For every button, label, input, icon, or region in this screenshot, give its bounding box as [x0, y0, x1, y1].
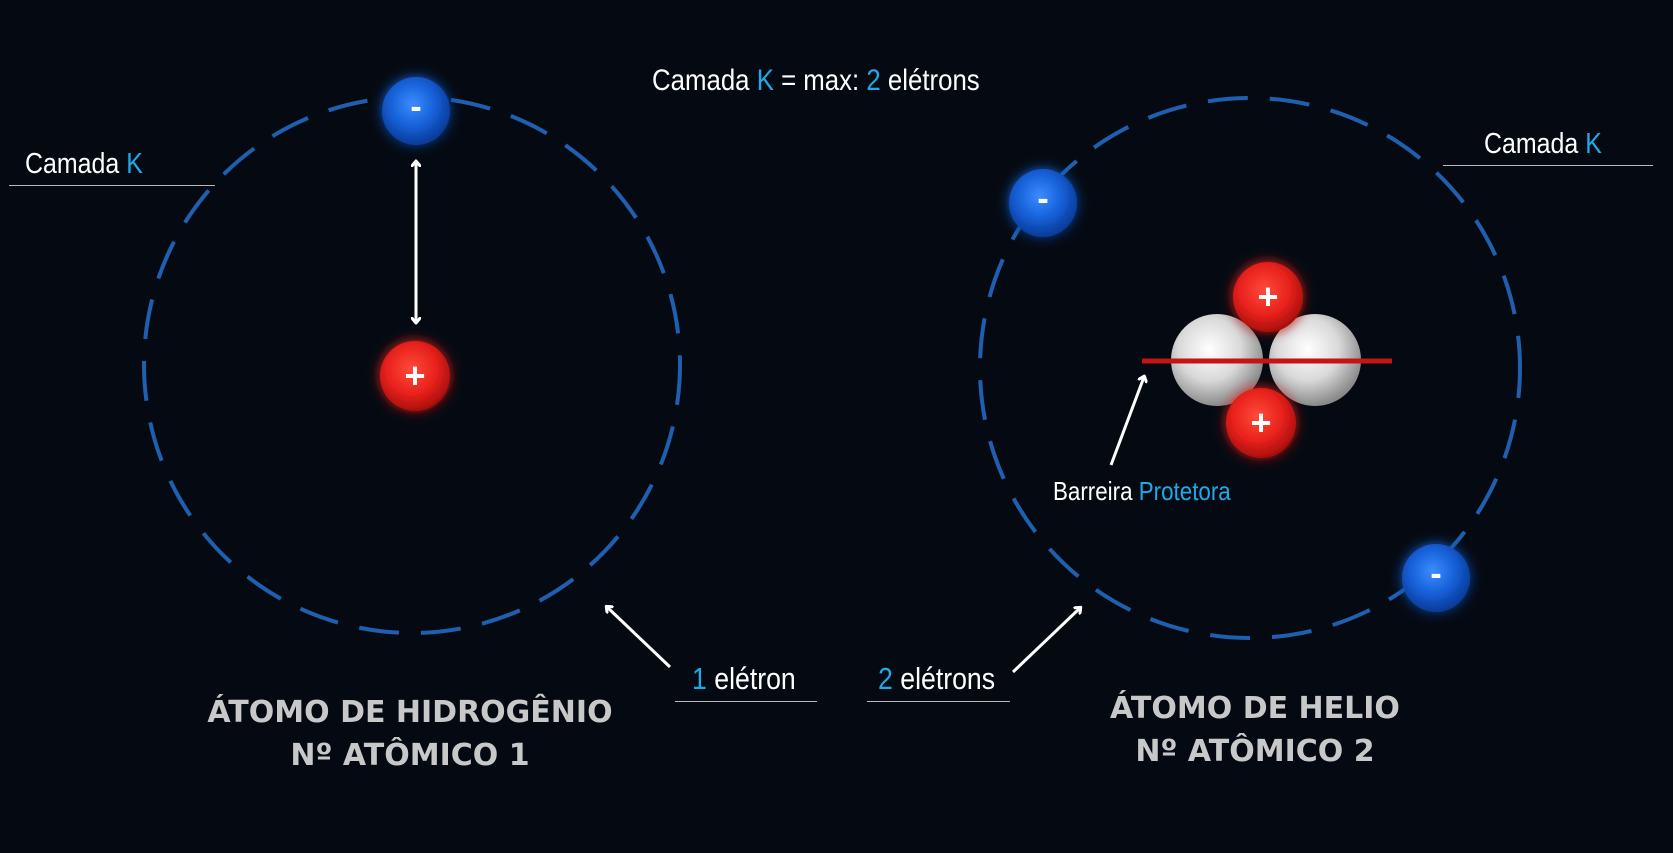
helium-proton-top: [1233, 262, 1303, 332]
helium-electron-top-sign: -: [1037, 180, 1049, 218]
header-text-2: = max:: [773, 64, 867, 97]
helium-count-text: elétrons: [892, 661, 996, 696]
helium-shell-label: Camada K: [1484, 128, 1621, 161]
hydrogen-title: ÁTOMO DE HIDROGÊNIO Nº ATÔMICO 1: [200, 691, 620, 777]
helium-electron-bottom: [1402, 544, 1470, 612]
hydrogen-electron-sign: -: [410, 88, 422, 126]
header-number: 2: [866, 64, 881, 97]
hydrogen-electron-count: 1 elétron: [692, 661, 813, 697]
hydrogen-proton: [380, 341, 450, 411]
helium-count-underline: [867, 701, 1010, 702]
hydrogen-title-line1: ÁTOMO DE HIDROGÊNIO: [207, 695, 613, 730]
header-title: Camada K = max: 2 elétrons: [652, 64, 1033, 98]
helium-nucleus: [1171, 262, 1361, 458]
hydrogen-shell-label-text: Camada: [25, 148, 127, 180]
barrier-label-highlight: Protetora: [1138, 476, 1231, 506]
helium-proton-bottom: [1226, 388, 1296, 458]
barrier-pointer-arrow: [1109, 377, 1144, 466]
header-text-1: Camada: [652, 64, 757, 97]
helium-shell-label-underline: [1443, 165, 1653, 166]
helium-electron-bottom-sign: -: [1430, 555, 1442, 593]
hydrogen-electron: [382, 77, 450, 145]
helium-title-line1: ÁTOMO DE HELIO: [1110, 691, 1400, 726]
helium-title-line2: Nº ATÔMICO 2: [1135, 734, 1375, 769]
hydrogen-shell-label-underline: [9, 185, 215, 186]
hydrogen-proton-sign: +: [404, 355, 426, 396]
header-text-3: elétrons: [880, 64, 980, 97]
helium-proton-bottom-sign: +: [1250, 402, 1272, 443]
helium-count-number: 2: [878, 661, 893, 696]
helium-title: ÁTOMO DE HELIO Nº ATÔMICO 2: [1060, 687, 1450, 773]
helium-shell-label-text: Camada: [1484, 128, 1586, 160]
helium-electron-count: 2 elétrons: [878, 661, 1014, 697]
helium-k-shell-orbit: [978, 96, 1522, 640]
helium-electron-top: [1009, 169, 1077, 237]
barrier-label-text: Barreira: [1053, 476, 1139, 506]
hydrogen-count-number: 1: [692, 661, 707, 696]
hydrogen-title-line2: Nº ATÔMICO 1: [290, 738, 530, 773]
hydrogen-shell-k: K: [126, 148, 143, 180]
barrier-label: Barreira Protetora: [1053, 476, 1260, 507]
hydrogen-count-text: elétron: [706, 661, 796, 696]
helium-proton-top-sign: +: [1257, 276, 1279, 317]
helium-shell-k: K: [1585, 128, 1602, 160]
hydrogen-count-underline: [675, 701, 817, 702]
hydrogen-shell-label: Camada K: [25, 148, 162, 181]
helium-electron-pointer-arrow: [1011, 608, 1080, 674]
header-k: K: [756, 64, 774, 97]
hydrogen-electron-pointer-arrow: [607, 607, 672, 669]
